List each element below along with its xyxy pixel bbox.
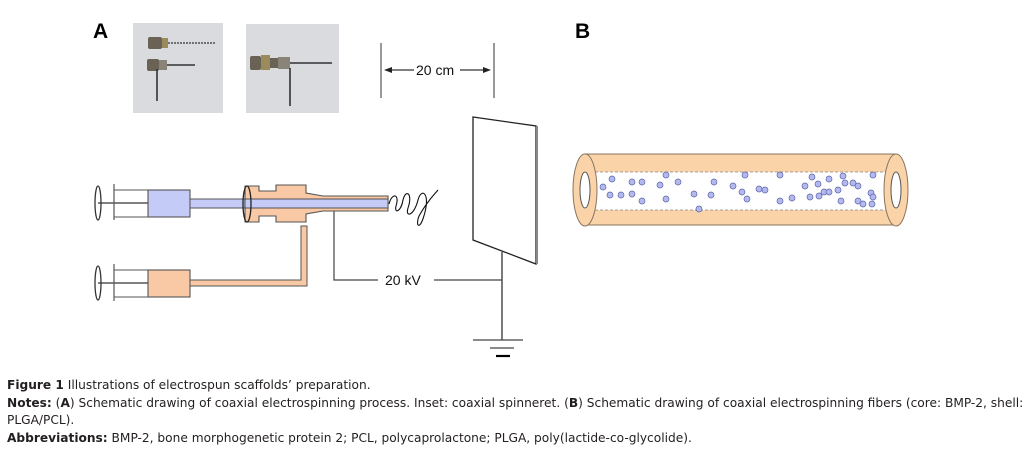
- bmp2-particle: [825, 175, 833, 183]
- bmp2-particle: [869, 193, 877, 201]
- bmp2-particle: [776, 171, 784, 179]
- notes-text-b: ) Schematic drawing of coaxial electrosp…: [578, 396, 1023, 410]
- bmp2-particle: [839, 172, 847, 180]
- figure-caption-abbreviations: Abbreviations: BMP-2, bone morphogenetic…: [7, 430, 692, 447]
- bmp2-particle: [755, 185, 763, 193]
- bmp2-particle: [869, 171, 877, 179]
- bmp2-particle: [741, 171, 749, 179]
- bmp2-particle: [854, 182, 862, 190]
- spinneret-assembled-image: [246, 24, 339, 113]
- notes-text: (: [51, 396, 61, 410]
- spinneret-photo-disassembled: [133, 23, 223, 113]
- figure: A B 20 cm: [93, 20, 909, 358]
- arrowhead-right-icon: [483, 67, 491, 73]
- bmp2-particle: [628, 190, 636, 198]
- abbreviations-text: BMP-2, bone morphogenetic protein 2; PCL…: [107, 431, 692, 445]
- bmp2-particle: [599, 183, 607, 191]
- figure-label: Figure 1: [7, 378, 64, 392]
- spinneret-photo-assembled: [246, 24, 339, 113]
- bmp2-particle: [825, 188, 833, 196]
- bmp2-particle: [854, 197, 862, 205]
- bmp2-particle: [808, 173, 816, 181]
- bmp2-particle: [868, 200, 876, 208]
- arrowhead-left-icon: [384, 67, 392, 73]
- panel-label-a: A: [93, 20, 109, 43]
- distance-label: 20 cm: [416, 62, 454, 78]
- bmp2-particles: [599, 171, 877, 213]
- bmp2-particle: [638, 178, 646, 186]
- bmp2-particle: [617, 191, 625, 199]
- bmp2-particle: [841, 179, 849, 187]
- bmp2-particle: [695, 205, 703, 213]
- bmp2-particle: [815, 192, 823, 200]
- bmp2-particle: [806, 193, 814, 201]
- bmp2-particle: [662, 195, 670, 203]
- bmp2-particle: [834, 186, 842, 194]
- bmp2-particle: [707, 191, 715, 199]
- notes-letter-a: A: [60, 396, 70, 410]
- voltage-label: 20 kV: [385, 272, 421, 288]
- coaxial-spinneret: [242, 184, 389, 223]
- notes-letter-b: B: [568, 396, 579, 410]
- bmp2-particle: [628, 178, 636, 186]
- collector-plate: [472, 116, 537, 265]
- syringe-core: [94, 184, 246, 221]
- bmp2-particle: [638, 197, 646, 205]
- bmp2-particle: [729, 182, 737, 190]
- bmp2-particle: [788, 194, 796, 202]
- bmp2-particle: [801, 182, 809, 190]
- bmp2-particle: [859, 200, 867, 208]
- bmp2-particle: [761, 186, 769, 194]
- voltage-wire-left: [333, 210, 378, 281]
- bmp2-particle: [662, 171, 670, 179]
- bmp2-particle: [849, 179, 857, 187]
- notes-text-a: ) Schematic drawing of coaxial electrosp…: [69, 396, 569, 410]
- figure-caption-title: Figure 1 Illustrations of electrospun sc…: [7, 377, 371, 394]
- bmp2-particle: [710, 178, 718, 186]
- bmp2-particle: [738, 188, 746, 196]
- abbreviations-label: Abbreviations:: [7, 431, 108, 445]
- syringe-shell: [94, 225, 308, 301]
- bmp2-particle: [743, 195, 751, 203]
- diagram-svg: 20 cm 20 kV: [94, 43, 909, 358]
- figure-caption-notes: Notes: (A) Schematic drawing of coaxial …: [7, 395, 1023, 412]
- bmp2-particle: [837, 197, 845, 205]
- fiber-jet: [388, 189, 439, 226]
- bmp2-particle: [776, 197, 784, 205]
- bmp2-particle: [674, 178, 682, 186]
- coaxial-fiber: [572, 153, 909, 227]
- bmp2-particle: [606, 191, 614, 199]
- figure-title: Illustrations of electrospun scaffolds’ …: [63, 378, 371, 392]
- bmp2-particle: [656, 181, 664, 189]
- notes-label: Notes:: [7, 396, 52, 410]
- bmp2-particle: [608, 175, 616, 183]
- bmp2-particle: [814, 180, 822, 188]
- spinneret-parts-image: [133, 23, 223, 113]
- bmp2-particle: [690, 190, 698, 198]
- panel-label-b: B: [575, 20, 591, 43]
- figure-caption-notes-cont: PLGA/PCL).: [7, 413, 75, 427]
